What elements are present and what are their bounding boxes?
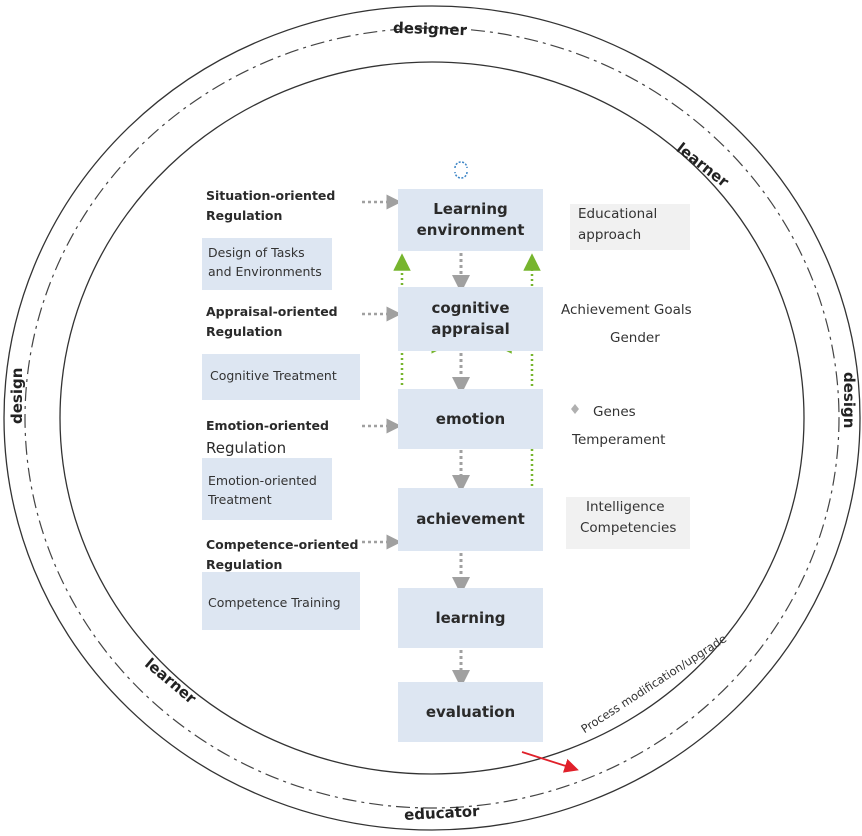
inner-ring bbox=[59, 61, 805, 775]
treatment-design-of-tasks: Design of Tasks and Environments bbox=[202, 238, 332, 290]
regulation-appraisal: Appraisal-oriented Regulation bbox=[206, 304, 338, 339]
box-learning: learning bbox=[398, 588, 543, 648]
treatment-competence-training: Competence Training bbox=[202, 572, 360, 630]
ring-label-design-left: design bbox=[8, 367, 26, 424]
regulation-emotion-line1: Emotion-oriented bbox=[206, 418, 329, 433]
factor-gender: Gender bbox=[610, 330, 660, 346]
regulation-situation: Situation-oriented Regulation bbox=[206, 188, 336, 223]
refresh-icon bbox=[454, 161, 468, 179]
ring-label-designer: designer bbox=[392, 18, 468, 40]
box-cognitive-appraisal: cognitive appraisal bbox=[398, 287, 543, 351]
outer-ring bbox=[3, 5, 861, 831]
gene-marker-icon bbox=[571, 404, 579, 414]
regulation-competence: Competence-oriented Regulation bbox=[206, 537, 359, 572]
factor-intelligence-box: Intelligence Competencies bbox=[566, 497, 690, 549]
factor-educational-approach: Educational approach bbox=[570, 204, 690, 250]
factor-temperament: Temperament bbox=[572, 432, 666, 448]
factor-achievement-goals: Achievement Goals bbox=[561, 302, 692, 318]
treatment-cognitive: Cognitive Treatment bbox=[202, 354, 360, 400]
regulation-emotion: Emotion-oriented Regulation bbox=[206, 416, 329, 460]
box-emotion: emotion bbox=[398, 389, 543, 449]
process-pointer-arrow bbox=[521, 751, 579, 773]
factor-intelligence: Intelligence bbox=[586, 499, 665, 515]
box-achievement: achievement bbox=[398, 488, 543, 551]
box-evaluation: evaluation bbox=[398, 682, 543, 742]
box-learning-environment: Learning environment bbox=[398, 189, 543, 251]
ring-label-design-right: design bbox=[840, 372, 858, 429]
treatment-emotion-oriented: Emotion-oriented Treatment bbox=[202, 458, 332, 520]
factor-competencies: Competencies bbox=[580, 519, 677, 536]
regulation-emotion-line2: Regulation bbox=[206, 439, 287, 457]
factor-genes: Genes bbox=[593, 404, 636, 420]
middle-ring bbox=[24, 27, 840, 809]
